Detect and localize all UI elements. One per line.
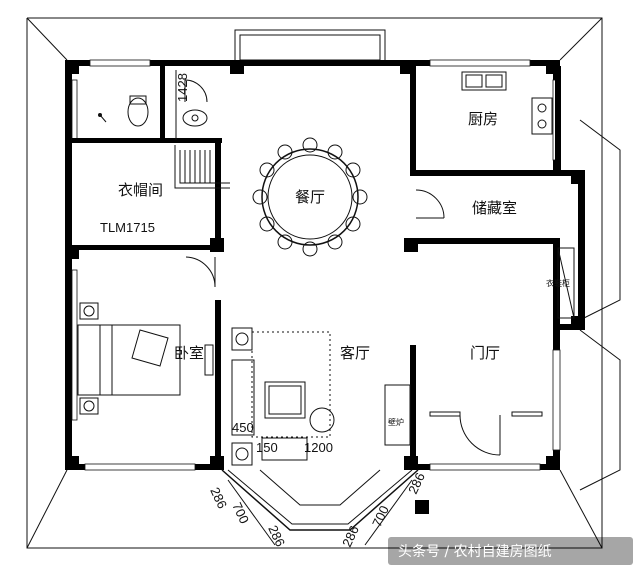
dim-286-d: 286: [405, 470, 428, 496]
roof-outline: [26, 17, 621, 549]
stove-label: 壁炉: [388, 417, 404, 427]
coffee-table: [264, 381, 306, 419]
dining-label: 餐厅: [295, 188, 325, 206]
bedroom-label: 卧室: [174, 344, 204, 362]
storage-label: 储藏室: [472, 199, 517, 217]
dim-1200: 1200: [304, 440, 333, 455]
windows: [71, 59, 561, 471]
armchair-icon: [309, 407, 335, 433]
shoe-cabinet-icon: [557, 247, 575, 319]
columns: [65, 60, 585, 514]
shower-icon: [98, 113, 107, 123]
kitchen-label: 厨房: [468, 110, 498, 128]
staircase: [174, 145, 230, 189]
dim-700-a: 700: [229, 500, 252, 526]
stove-icon: [531, 97, 553, 135]
dim-286-b: 286: [265, 523, 288, 549]
toilet-icon: [127, 95, 149, 127]
dim-tlm1715: TLM1715: [100, 220, 155, 235]
dim-150: 150: [256, 440, 278, 455]
foyer-label: 门厅: [470, 344, 500, 362]
wardrobe-icon: [204, 344, 214, 376]
bottom-bay-window: [221, 469, 419, 531]
sofa-set: [231, 327, 308, 466]
interior-walls: [72, 66, 561, 470]
dim-286-c: 286: [339, 523, 362, 549]
watermark-text: 头条号 / 农村自建房图纸: [398, 543, 552, 560]
shoe-cabinet-label: 衣鞋柜: [546, 278, 570, 288]
doors: [184, 79, 543, 456]
sink-icon: [182, 109, 208, 127]
dim-286-a: 286: [207, 485, 230, 511]
watermark: 头条号 / 农村自建房图纸: [388, 537, 633, 565]
cloakroom-label: 衣帽间: [118, 181, 163, 199]
area-rug: [251, 331, 331, 438]
fireplace-icon: [384, 384, 411, 446]
dim-1428: 1428: [175, 73, 190, 102]
dimension-lines: [175, 70, 413, 546]
dining-table: [252, 137, 368, 257]
top-bay-window: [234, 29, 386, 63]
kitchen-sink-icon: [461, 71, 507, 91]
bed-icon: [77, 302, 181, 415]
dim-450: 450: [232, 420, 254, 435]
living-label: 客厅: [340, 344, 370, 362]
dim-700-b: 700: [369, 503, 392, 529]
